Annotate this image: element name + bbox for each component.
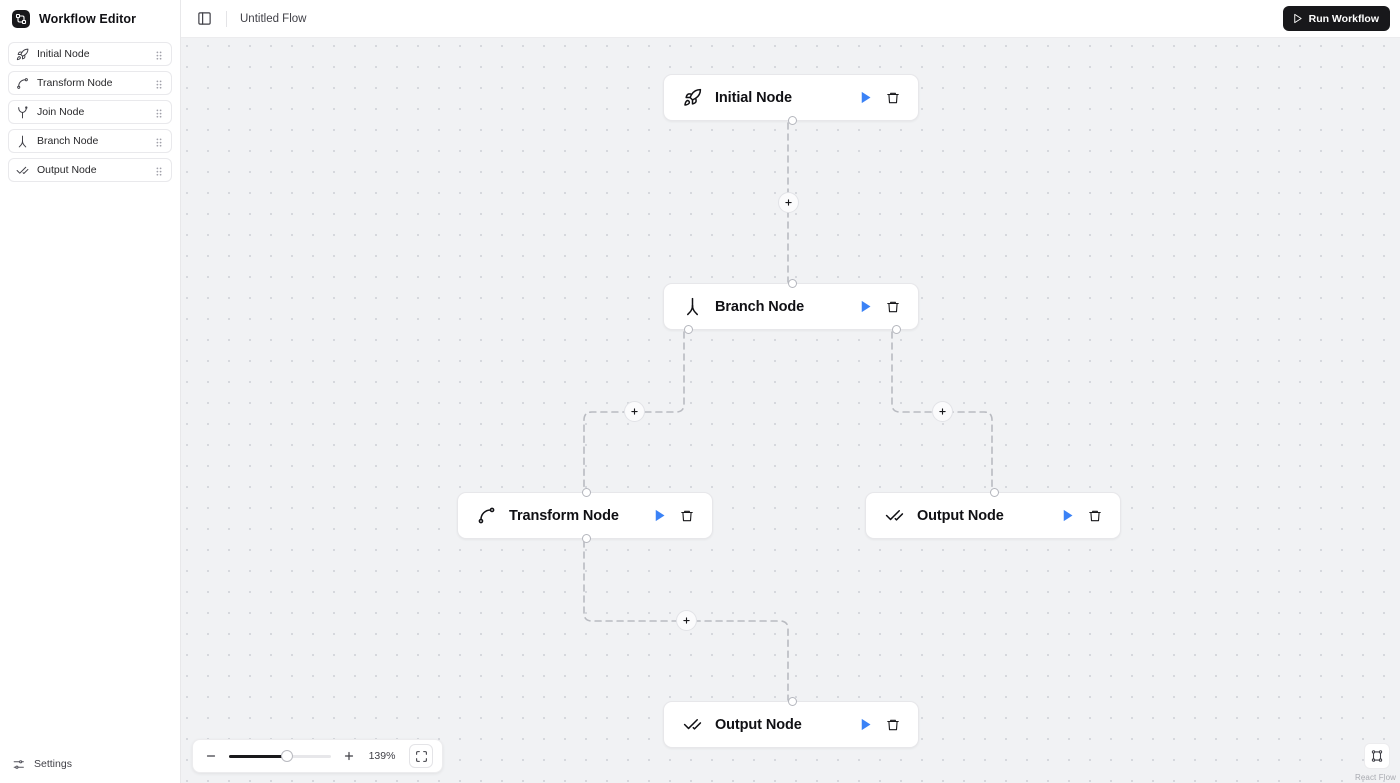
rocket-icon [16, 48, 29, 61]
edge-add-button-3[interactable] [932, 401, 953, 422]
git-merge-icon [16, 105, 29, 119]
edges-layer [583, 122, 993, 701]
zoom-slider[interactable] [229, 749, 331, 763]
node-title: Output Node [715, 716, 802, 733]
node-target-handle[interactable] [787, 279, 797, 288]
palette-item-label: Join Node [37, 106, 85, 118]
node-palette: Initial Node Transform Node [0, 38, 180, 182]
run-workflow-label: Run Workflow [1308, 12, 1379, 25]
sliders-icon [12, 758, 25, 771]
app-title: Workflow Editor [39, 12, 137, 26]
zoom-in-button[interactable] [341, 748, 357, 764]
node-source-handle[interactable] [787, 116, 797, 125]
node-title: Branch Node [715, 298, 805, 315]
check-check-icon [683, 715, 702, 734]
palette-item-label: Output Node [37, 164, 97, 176]
flow-canvas[interactable]: Initial Node Bran [181, 38, 1400, 783]
drag-handle-icon[interactable] [155, 49, 163, 60]
node-title: Transform Node [509, 507, 619, 524]
fit-view-button[interactable] [409, 744, 433, 768]
minimap-button[interactable] [1364, 743, 1390, 769]
top-bar: Untitled Flow Run Workflow [181, 0, 1400, 38]
node-title: Output Node [917, 507, 1004, 524]
node-source-handle[interactable] [581, 534, 591, 543]
react-flow-attribution[interactable]: React Flow [1354, 773, 1396, 782]
node-source-handle-left[interactable] [683, 325, 693, 334]
node-target-handle[interactable] [787, 697, 797, 706]
node-run-button[interactable] [648, 505, 670, 527]
node-delete-button[interactable] [882, 714, 904, 736]
git-branch-icon [683, 297, 702, 316]
zoom-level-label: 139% [368, 750, 396, 762]
node-initial-node[interactable]: Initial Node [663, 74, 919, 125]
palette-item-label: Branch Node [37, 135, 99, 147]
drag-handle-icon[interactable] [155, 165, 163, 176]
spline-icon [477, 506, 496, 525]
sidebar-header: Workflow Editor [0, 0, 180, 38]
play-outline-icon [1292, 13, 1303, 24]
main-area: Untitled Flow Run Workflow [181, 0, 1400, 783]
palette-item-initial-node[interactable]: Initial Node [8, 42, 172, 66]
palette-item-label: Transform Node [37, 77, 113, 89]
node-run-button[interactable] [854, 714, 876, 736]
zoom-controls: 139% [192, 739, 443, 773]
edge-add-button-4[interactable] [676, 610, 697, 631]
check-check-icon [16, 164, 29, 177]
sidebar: Workflow Editor Initial Node [0, 0, 181, 783]
flow-name: Untitled Flow [240, 12, 307, 25]
check-check-icon [885, 506, 904, 525]
node-run-button[interactable] [854, 296, 876, 318]
node-title: Initial Node [715, 89, 792, 106]
run-workflow-button[interactable]: Run Workflow [1282, 6, 1390, 31]
spline-icon [16, 77, 29, 90]
git-branch-icon [16, 135, 29, 148]
settings-label: Settings [34, 758, 72, 770]
node-output-node-bottom[interactable]: Output Node [663, 697, 919, 748]
workflow-logo-icon [12, 10, 30, 28]
drag-handle-icon[interactable] [155, 78, 163, 89]
zoom-out-button[interactable] [203, 748, 219, 764]
slider-fill [229, 754, 288, 758]
node-run-button[interactable] [1056, 505, 1078, 527]
node-delete-button[interactable] [882, 296, 904, 318]
node-source-handle-right[interactable] [891, 325, 901, 334]
sidebar-item-settings[interactable]: Settings [0, 745, 181, 783]
node-delete-button[interactable] [882, 87, 904, 109]
edge-add-button-1[interactable] [778, 192, 799, 213]
node-output-node-right[interactable]: Output Node [865, 488, 1121, 539]
palette-item-join-node[interactable]: Join Node [8, 100, 172, 124]
drag-handle-icon[interactable] [155, 107, 163, 118]
edge-add-button-2[interactable] [624, 401, 645, 422]
node-delete-button[interactable] [676, 505, 698, 527]
divider [226, 10, 227, 27]
palette-item-transform-node[interactable]: Transform Node [8, 71, 172, 95]
node-delete-button[interactable] [1084, 505, 1106, 527]
node-target-handle[interactable] [989, 488, 999, 497]
palette-item-output-node[interactable]: Output Node [8, 158, 172, 182]
node-run-button[interactable] [854, 87, 876, 109]
panel-left-icon[interactable] [193, 8, 215, 30]
rocket-icon [683, 88, 702, 107]
slider-knob[interactable] [281, 750, 294, 762]
palette-item-branch-node[interactable]: Branch Node [8, 129, 172, 153]
node-target-handle[interactable] [581, 488, 591, 497]
drag-handle-icon[interactable] [155, 136, 163, 147]
palette-item-label: Initial Node [37, 48, 90, 60]
node-branch-node[interactable]: Branch Node [663, 279, 919, 334]
node-transform-node[interactable]: Transform Node [457, 488, 713, 543]
